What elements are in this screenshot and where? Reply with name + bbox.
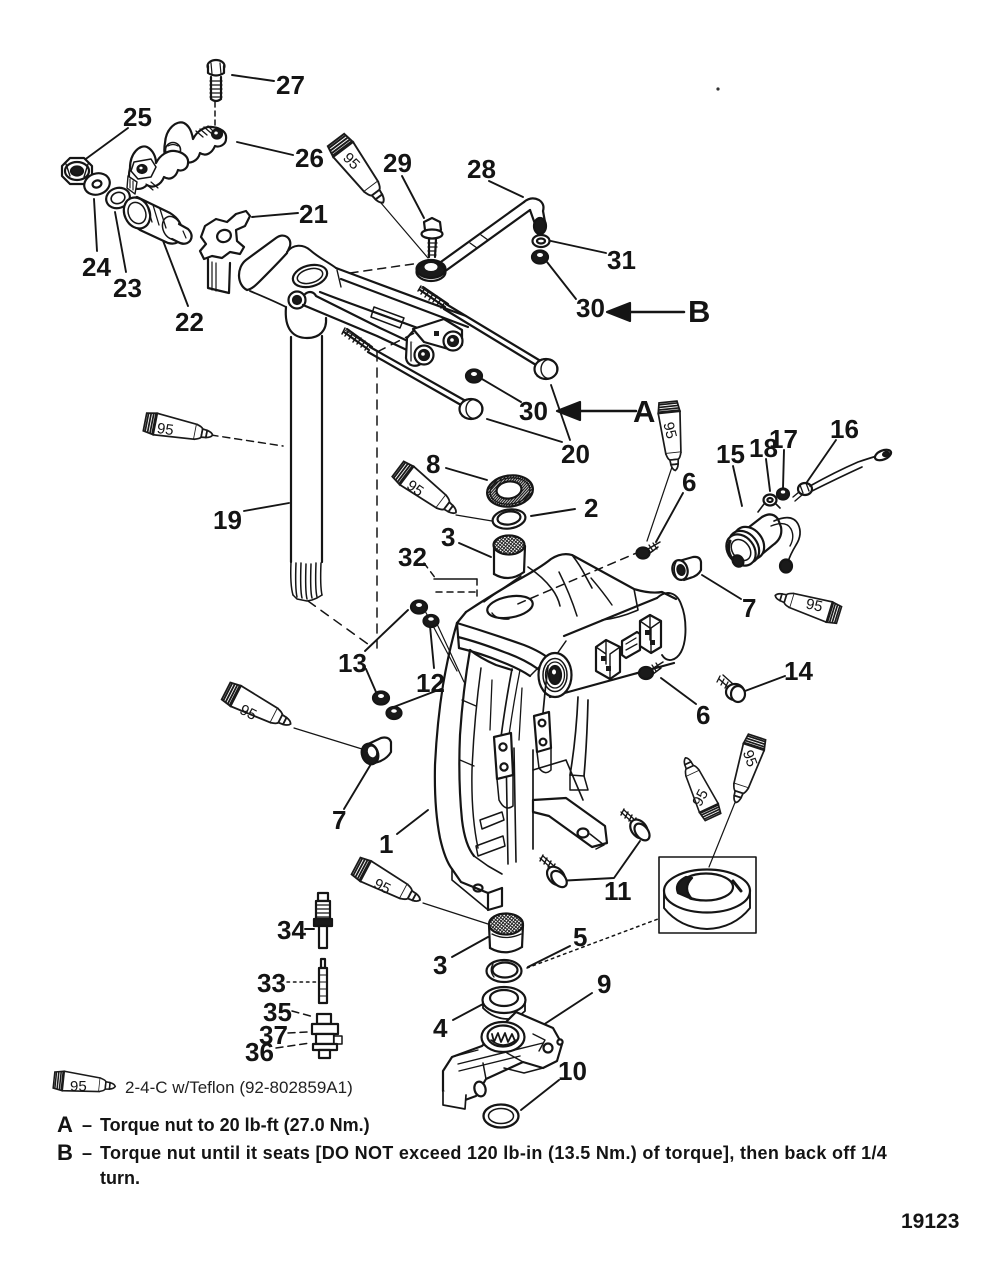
svg-text:29: 29 (383, 148, 412, 178)
svg-text:21: 21 (299, 199, 328, 229)
svg-text:2: 2 (584, 493, 598, 523)
svg-text:95: 95 (659, 420, 680, 440)
svg-text:9: 9 (597, 969, 611, 999)
svg-text:–: – (82, 1115, 92, 1135)
svg-text:3: 3 (441, 522, 455, 552)
svg-text:24: 24 (82, 252, 111, 282)
svg-text:12: 12 (416, 668, 445, 698)
svg-text:3: 3 (433, 950, 447, 980)
svg-text:32: 32 (398, 542, 427, 572)
svg-text:95: 95 (804, 596, 824, 616)
svg-text:26: 26 (295, 143, 324, 173)
svg-text:33: 33 (257, 968, 286, 998)
svg-text:18: 18 (749, 433, 778, 463)
svg-text:36: 36 (245, 1037, 274, 1067)
svg-text:–: – (82, 1143, 92, 1163)
svg-text:37: 37 (259, 1020, 288, 1050)
svg-text:27: 27 (276, 70, 305, 100)
svg-text:Torque nut until it seats [DO: Torque nut until it seats [DO NOT exceed… (100, 1143, 887, 1163)
svg-text:turn.: turn. (100, 1168, 140, 1188)
svg-text:4: 4 (433, 1013, 448, 1043)
svg-text:6: 6 (682, 467, 696, 497)
svg-text:30: 30 (519, 396, 548, 426)
svg-text:28: 28 (467, 154, 496, 184)
svg-text:25: 25 (123, 102, 152, 132)
svg-text:2-4-C w/Teflon (92-802859A1): 2-4-C w/Teflon (92-802859A1) (125, 1078, 353, 1097)
svg-text:95: 95 (237, 701, 260, 724)
svg-text:5: 5 (573, 922, 587, 952)
svg-text:22: 22 (175, 307, 204, 337)
svg-text:13: 13 (338, 648, 367, 678)
svg-text:17: 17 (769, 424, 798, 454)
svg-text:8: 8 (426, 449, 440, 479)
svg-text:95: 95 (156, 420, 175, 439)
svg-text:95: 95 (739, 748, 761, 769)
svg-text:7: 7 (742, 593, 756, 623)
svg-text:34: 34 (277, 915, 306, 945)
svg-text:20: 20 (561, 439, 590, 469)
svg-text:15: 15 (716, 439, 745, 469)
svg-text:A: A (633, 394, 655, 429)
svg-text:B: B (688, 294, 710, 329)
svg-text:19123: 19123 (901, 1210, 959, 1233)
svg-text:Torque nut to 20 lb-ft (27.0 N: Torque nut to 20 lb-ft (27.0 Nm.) (100, 1115, 370, 1135)
svg-text:14: 14 (784, 656, 813, 686)
svg-text:35: 35 (263, 997, 292, 1027)
svg-text:95: 95 (371, 875, 394, 898)
svg-text:30: 30 (576, 293, 605, 323)
svg-text:23: 23 (113, 273, 142, 303)
svg-text:6: 6 (696, 700, 710, 730)
svg-text:7: 7 (332, 805, 346, 835)
svg-text:95: 95 (403, 477, 426, 500)
svg-text:95: 95 (689, 787, 712, 810)
svg-text:11: 11 (604, 876, 632, 906)
svg-text:10: 10 (558, 1056, 587, 1086)
svg-text:16: 16 (830, 414, 859, 444)
svg-text:19: 19 (213, 505, 242, 535)
svg-text:1: 1 (379, 829, 393, 859)
svg-text:B: B (57, 1140, 73, 1165)
svg-text:95: 95 (70, 1078, 87, 1095)
svg-text:31: 31 (607, 245, 636, 275)
svg-text:A: A (57, 1112, 73, 1137)
